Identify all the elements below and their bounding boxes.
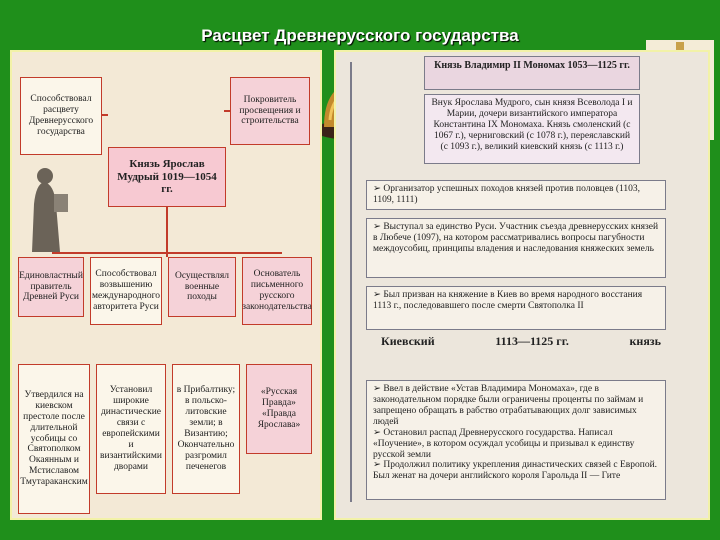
item-3: Был призван на княжение в Киев во время … xyxy=(366,286,666,330)
statue-image xyxy=(32,168,68,252)
box-mid-2: Способствовал возвышению международного … xyxy=(90,257,162,325)
box-top-left: Способствовал расцвету Древнерусского го… xyxy=(20,77,102,155)
box-mid-4: Основатель письменного русского законода… xyxy=(242,257,312,325)
box-bottom-4: «Русская Правда» «Правда Ярослава» xyxy=(246,364,312,454)
box-bottom-2: Установил широкие династические связи с … xyxy=(96,364,166,494)
kiev-line: Киевский 1113—1125 гг. князь xyxy=(381,334,661,349)
box-bottom-1: Утвердился на киевском престоле после дл… xyxy=(18,364,90,514)
yaroslav-panel: Способствовал расцвету Древнерусского го… xyxy=(10,50,322,520)
page-title: Расцвет Древнерусского государства xyxy=(201,26,519,45)
final-box: Ввел в действие «Устав Владимира Мономах… xyxy=(366,380,666,500)
box-mid-1: Единовластный правитель Древней Руси xyxy=(18,257,84,317)
final-item-2: Остановил распад Древнерусского государс… xyxy=(373,428,659,461)
box-monomakh-bio: Внук Ярослава Мудрого, сын князя Всеволо… xyxy=(424,94,640,164)
box-monomakh: Князь Владимир II Мономах 1053—1125 гг. xyxy=(424,56,640,90)
monomakh-panel: Князь Владимир II Мономах 1053—1125 гг. … xyxy=(334,50,710,520)
kiev-title: князь xyxy=(629,334,661,348)
kiev-label: Киевский xyxy=(381,334,435,348)
final-item-3: Продолжил политику укрепления династичес… xyxy=(373,460,659,482)
final-item-1: Ввел в действие «Устав Владимира Мономах… xyxy=(373,384,659,428)
box-top-right: Покровитель просвещения и строительства xyxy=(230,77,310,145)
item-2: Выступал за единство Руси. Участник съез… xyxy=(366,218,666,278)
box-bottom-3: в Прибалтику; в польско-литовские земли;… xyxy=(172,364,240,494)
box-mid-3: Осуществлял военные походы xyxy=(168,257,236,317)
kiev-years: 1113—1125 гг. xyxy=(495,334,569,348)
item-1: Организатор успешных походов князей прот… xyxy=(366,180,666,210)
box-yaroslav: Князь Ярослав Мудрый 1019—1054 гг. xyxy=(108,147,226,207)
